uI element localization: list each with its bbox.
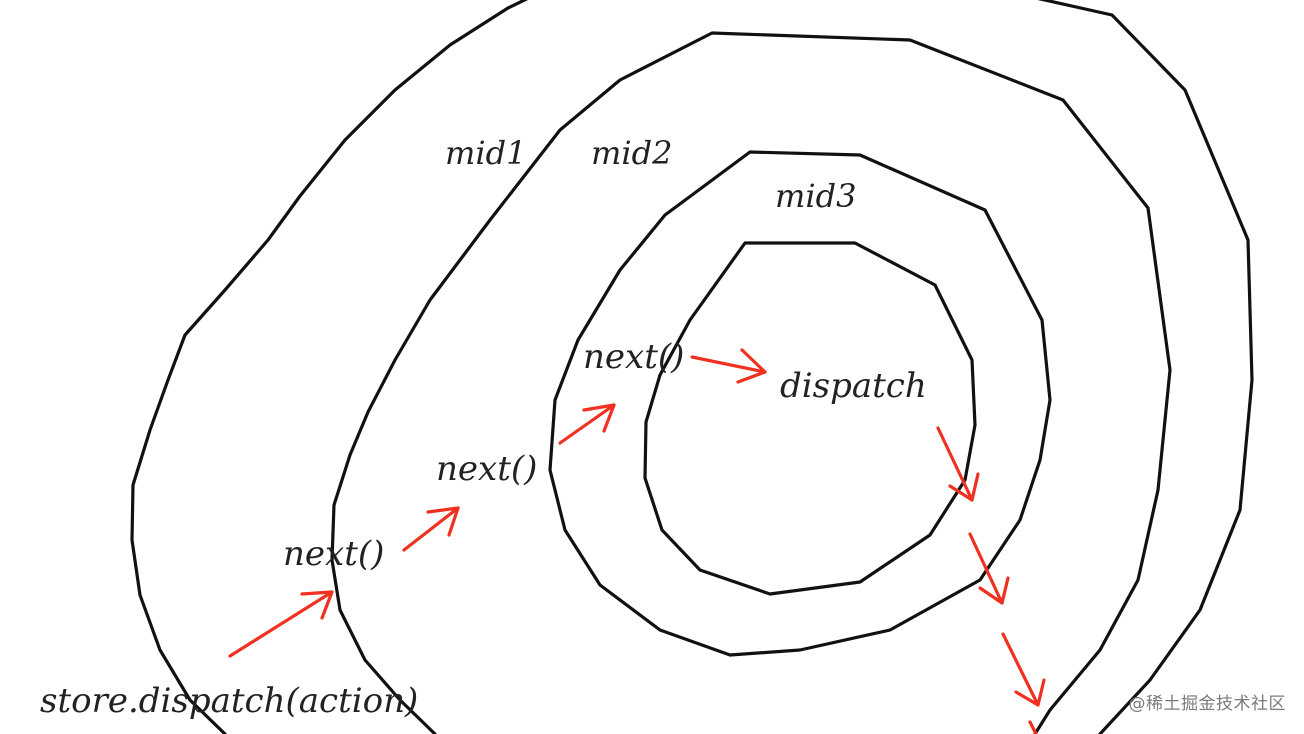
label-next-inner: next(): [583, 337, 684, 377]
arrow-into-mid3: [558, 403, 616, 445]
ring-mid2: [330, 31, 1172, 734]
label-next-outer: next(): [283, 534, 384, 574]
arrow-out-3: [1001, 632, 1046, 707]
label-mid2: mid2: [591, 134, 672, 172]
arrow-out-1: [936, 426, 980, 502]
ring-mid1: [130, 0, 1254, 734]
label-next-middle: next(): [436, 449, 537, 489]
arrow-into-dispatch: [690, 348, 767, 384]
arrow-out-2: [968, 532, 1010, 605]
label-mid3: mid3: [775, 177, 856, 215]
arrow-into-mid2: [402, 506, 460, 552]
ring-dispatch: [643, 241, 977, 596]
label-mid1: mid1: [445, 134, 526, 172]
arrow-out-4: [1028, 720, 1038, 734]
label-dispatch: dispatch: [780, 366, 927, 406]
watermark: @稀土掘金技术社区: [1128, 694, 1286, 714]
arrow-into-mid1: [228, 590, 334, 658]
label-store-dispatch: store.dispatch(action): [40, 681, 418, 721]
